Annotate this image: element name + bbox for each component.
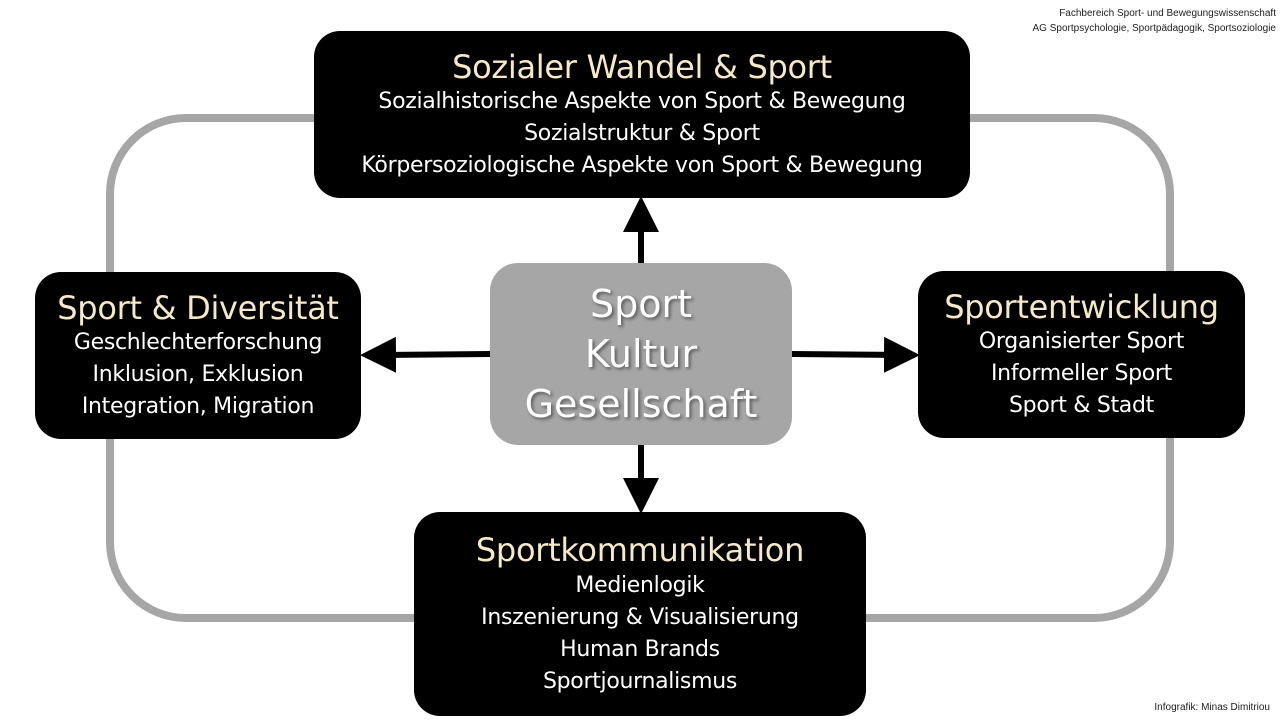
topic-title: Sozialer Wandel & Sport — [452, 47, 832, 86]
department-label: Fachbereich Sport- und Bewegungswissensc… — [1059, 8, 1276, 19]
topic-item: Sozialhistorische Aspekte von Sport & Be… — [378, 88, 906, 114]
topic-box-sport-development: Sportentwicklung Organisierter Sport Inf… — [918, 271, 1245, 438]
topic-title: Sportentwicklung — [944, 287, 1219, 326]
topic-item: Medienlogik — [575, 573, 705, 598]
topic-item: Inklusion, Exklusion — [92, 361, 304, 387]
topic-item: Informeller Sport — [990, 360, 1173, 386]
topic-item: Integration, Migration — [81, 393, 315, 419]
infographic-credit: Infografik: Minas Dimitriou — [1154, 702, 1270, 713]
topic-title: Sportkommunikation — [475, 531, 805, 569]
topic-item: Sport & Stadt — [1009, 392, 1154, 418]
topic-item: Human Brands — [560, 637, 720, 662]
center-line: Kultur — [584, 332, 698, 376]
topic-item: Geschlechterforschung — [73, 329, 323, 355]
topic-item: Sozialstruktur & Sport — [524, 120, 760, 146]
arrow-left — [360, 336, 491, 373]
topic-item: Inszenierung & Visualisierung — [481, 605, 799, 630]
header-credit: Fachbereich Sport- und Bewegungswissensc… — [1033, 6, 1276, 36]
group-label: AG Sportpsychologie, Sportpädagogik, Spo… — [1032, 23, 1276, 34]
topic-item: Sportjournalismus — [542, 669, 738, 694]
center-core-box: Sport Kultur Gesellschaft — [490, 263, 792, 445]
center-line: Sport — [589, 282, 692, 326]
arrow-right — [791, 336, 920, 373]
center-line: Gesellschaft — [524, 382, 758, 426]
topic-box-diversity: Sport & Diversität Geschlechterforschung… — [35, 272, 361, 439]
topic-title: Sport & Diversität — [57, 288, 339, 327]
topic-box-social-change: Sozialer Wandel & Sport Sozialhistorisch… — [314, 31, 970, 198]
topic-item: Organisierter Sport — [978, 328, 1185, 354]
topic-item: Körpersoziologische Aspekte von Sport & … — [361, 152, 923, 178]
topic-box-sport-communication: Sportkommunikation Medienlogik Inszenier… — [414, 512, 866, 716]
